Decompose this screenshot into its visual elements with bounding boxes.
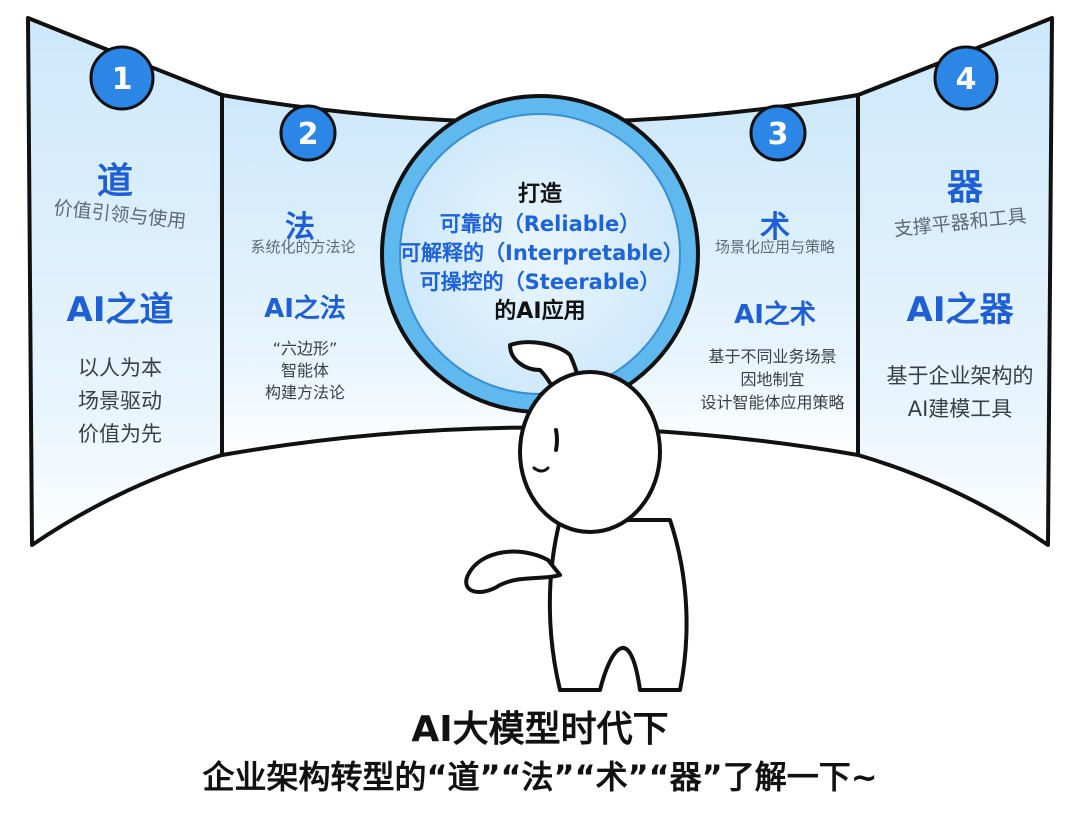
panel-1-desc-line: 价值为先 bbox=[78, 422, 162, 446]
panel-4-desc-line: AI建模工具 bbox=[907, 397, 1013, 421]
center-line-1: 打造 bbox=[517, 182, 562, 207]
badge-3-number: 3 bbox=[768, 117, 789, 152]
panel-4-title: 器 bbox=[946, 167, 983, 208]
badge-2-number: 2 bbox=[298, 117, 319, 152]
badge-1: 1 bbox=[89, 45, 155, 111]
badge-3: 3 bbox=[749, 104, 807, 162]
panel-1-heading: AI之道 bbox=[66, 290, 174, 330]
panel-3-desc-line: 设计智能体应用策略 bbox=[700, 393, 845, 412]
panel-2-title: 法 bbox=[285, 210, 315, 245]
panel-4-desc-line: 基于企业架构的 bbox=[886, 364, 1034, 388]
panel-4-description: 基于企业架构的 AI建模工具 bbox=[870, 360, 1050, 426]
center-line-5: 的AI应用 bbox=[494, 299, 586, 324]
panel-2-description: “六边形” 智能体 构建方法论 bbox=[240, 338, 370, 404]
panel-3-subtitle: 场景化应用与策略 bbox=[714, 238, 835, 256]
panel-3-title: 术 bbox=[760, 210, 790, 245]
badge-4-number: 4 bbox=[956, 62, 977, 97]
panel-2-desc-line: 构建方法论 bbox=[264, 383, 345, 402]
panel-1-title: 道 bbox=[96, 161, 133, 202]
badge-4: 4 bbox=[933, 45, 999, 111]
center-line-2: 可靠的（Reliable） bbox=[439, 212, 641, 236]
badge-1-number: 1 bbox=[112, 62, 133, 97]
badge-2: 2 bbox=[279, 104, 337, 162]
panel-2-desc-line: “六边形” bbox=[272, 339, 338, 358]
panel-3-desc-line: 基于不同业务场景 bbox=[708, 347, 837, 366]
panel-4-shape bbox=[856, 16, 1054, 547]
cartoon-character-illustration bbox=[464, 340, 689, 692]
panel-4-heading: AI之器 bbox=[906, 290, 1014, 330]
caption-line-1: AI大模型时代下 bbox=[411, 709, 669, 750]
panel-2-heading: AI之法 bbox=[264, 294, 346, 324]
panel-1-description: 以人为本 场景驱动 价值为先 bbox=[55, 352, 185, 451]
panel-3-description: 基于不同业务场景 因地制宜 设计智能体应用策略 bbox=[680, 345, 865, 414]
panel-2-desc-line: 智能体 bbox=[280, 361, 329, 380]
panel-1-desc-line: 以人为本 bbox=[78, 356, 162, 380]
panel-3-heading: AI之术 bbox=[734, 300, 816, 330]
center-line-4: 可操控的（Steerable） bbox=[419, 270, 661, 294]
center-line-3: 可解释的（Interpretable） bbox=[400, 241, 684, 265]
center-text: 打造 可靠的（Reliable） 可解释的（Interpretable） 可操控… bbox=[400, 180, 684, 327]
panel-1-desc-line: 场景驱动 bbox=[78, 389, 162, 413]
caption-line-2: 企业架构转型的“道”“法”“术”“器”了解一下~ bbox=[202, 758, 878, 796]
panel-3-desc-line: 因地制宜 bbox=[740, 370, 805, 389]
panel-2-subtitle: 系统化的方法论 bbox=[250, 238, 356, 256]
